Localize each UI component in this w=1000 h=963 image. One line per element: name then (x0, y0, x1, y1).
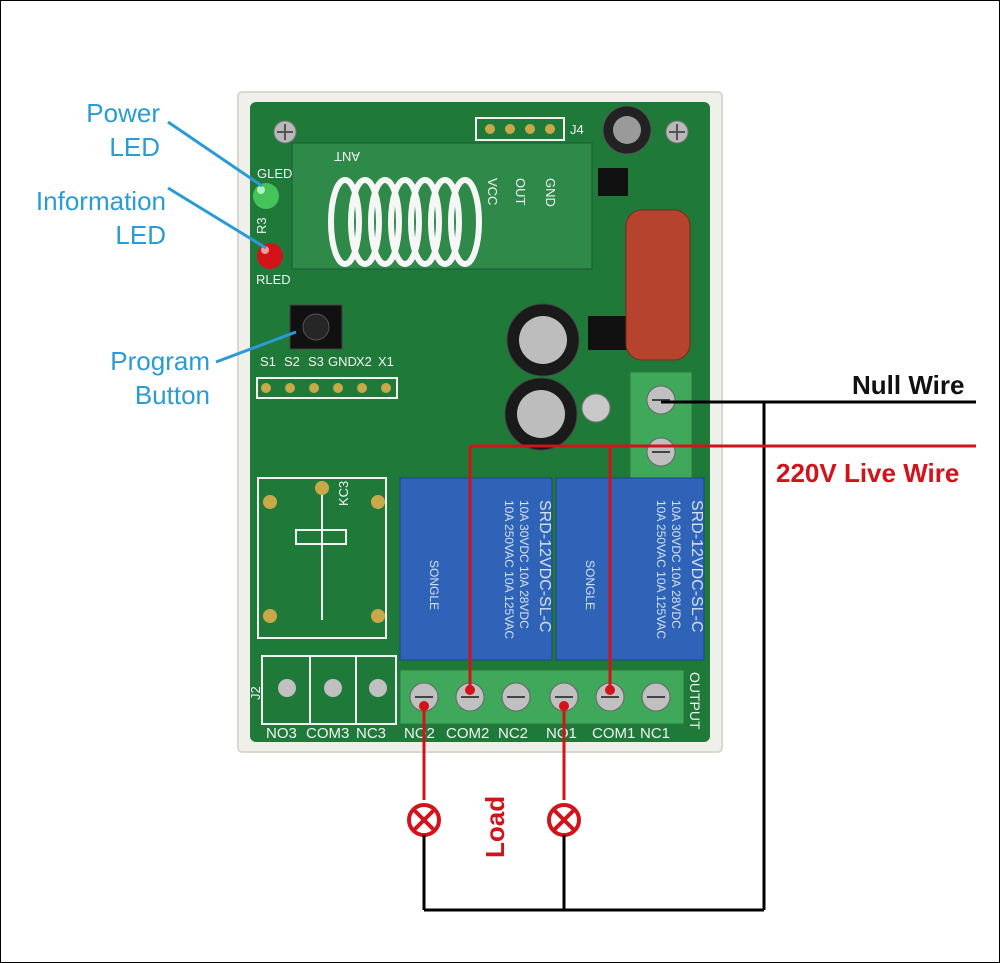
live-wire-label: 220V Live Wire (776, 458, 960, 488)
terminal-label-nc2: NC2 (498, 725, 528, 742)
output-terminal-block (399, 669, 685, 725)
load-label: Load (480, 795, 510, 858)
module-ant-label: ANT (334, 149, 360, 164)
pin-s2: S2 (284, 354, 300, 369)
rf-receiver-module (291, 142, 593, 270)
terminal-label-com3: COM3 (306, 725, 349, 742)
program-button-component (289, 304, 343, 350)
r3-label: R3 (254, 217, 269, 234)
relay1-brand: SONGLE (583, 560, 597, 610)
information-led-label-line1: Information (35, 186, 166, 216)
input-terminal-block (629, 371, 693, 479)
null-wire-label: Null Wire (852, 370, 965, 400)
varistor (581, 393, 611, 423)
terminal-label-no2: NO2 (404, 725, 435, 742)
terminal-label-nc1: NC1 (640, 725, 670, 742)
terminal-label-com2: COM2 (446, 725, 489, 742)
wire-node-com2 (465, 685, 475, 695)
film-capacitor (625, 209, 691, 361)
information-led-label: Information LED (10, 184, 166, 252)
relay2-rating1: 10A 250VAC 10A 125VAC (502, 500, 516, 639)
program-button-label-line1: Program (110, 346, 210, 376)
pin-s3: S3 (308, 354, 324, 369)
relay1-rating1: 10A 250VAC 10A 125VAC (654, 500, 668, 639)
relay3-footprint (257, 477, 387, 639)
wire-node-com1 (605, 685, 615, 695)
relay2-brand: SONGLE (427, 560, 441, 610)
relay1-rating2: 10A 30VDC 10A 28VDC (669, 500, 683, 629)
j4-label: J4 (570, 122, 584, 137)
gled-label: GLED (257, 166, 292, 181)
regulator-ic (588, 316, 628, 350)
lamp-2-icon (547, 803, 581, 837)
kc3-label: KC3 (336, 481, 351, 506)
pin-s1: S1 (260, 354, 276, 369)
module-out-label: OUT (513, 178, 528, 206)
program-button-label: Program Button (80, 344, 210, 412)
pin-gnd: GND (328, 354, 357, 369)
output-label: OUTPUT (687, 672, 703, 730)
wire-node-no1 (559, 701, 569, 711)
power-led-label: Power LED (60, 96, 160, 164)
terminal-label-no1: NO1 (546, 725, 577, 742)
information-led-label-line2: LED (115, 220, 166, 250)
load-wires (422, 706, 566, 800)
terminal-j2-area (261, 655, 397, 725)
relay2-model: SRD-12VDC-SL-C (536, 500, 553, 632)
pin-x1: X1 (378, 354, 394, 369)
transistor-q1 (598, 168, 628, 196)
relay-2: SRD-12VDC-SL-C 10A 250VAC 10A 125VAC 10A… (399, 477, 553, 661)
lamp-1-icon (407, 803, 441, 837)
module-gnd-label: GND (543, 178, 558, 207)
header-j4 (475, 117, 565, 141)
rled-label: RLED (256, 272, 291, 287)
relay1-model: SRD-12VDC-SL-C (688, 500, 705, 632)
power-led-label-line1: Power (86, 98, 160, 128)
relay-1: SRD-12VDC-SL-C 10A 250VAC 10A 125VAC 10A… (555, 477, 705, 661)
antenna-coil (328, 177, 482, 267)
live-wire (468, 444, 976, 690)
screw-top-left (273, 120, 297, 144)
module-vcc-label: VCC (485, 178, 500, 205)
capacitor-large-2 (504, 377, 578, 451)
terminal-label-no3: NO3 (266, 725, 297, 742)
terminal-label-nc3: NC3 (356, 725, 386, 742)
jumper-pads (256, 377, 398, 399)
screw-top-right (665, 120, 689, 144)
power-led (253, 183, 279, 209)
callout-lines (167, 120, 297, 364)
terminal-label-com1: COM1 (592, 725, 635, 742)
capacitor-large-1 (506, 303, 580, 377)
program-button-label-line2: Button (134, 380, 210, 410)
power-led-label-line2: LED (109, 132, 160, 162)
j2-label: J2 (248, 686, 263, 700)
information-led (257, 243, 283, 269)
null-wire (422, 400, 976, 912)
button-pin-labels: S1 S2 S3 GND X2 X1 (260, 354, 394, 369)
wire-node-no2 (419, 701, 429, 711)
pin-x2: X2 (356, 354, 372, 369)
relay2-rating2: 10A 30VDC 10A 28VDC (517, 500, 531, 629)
